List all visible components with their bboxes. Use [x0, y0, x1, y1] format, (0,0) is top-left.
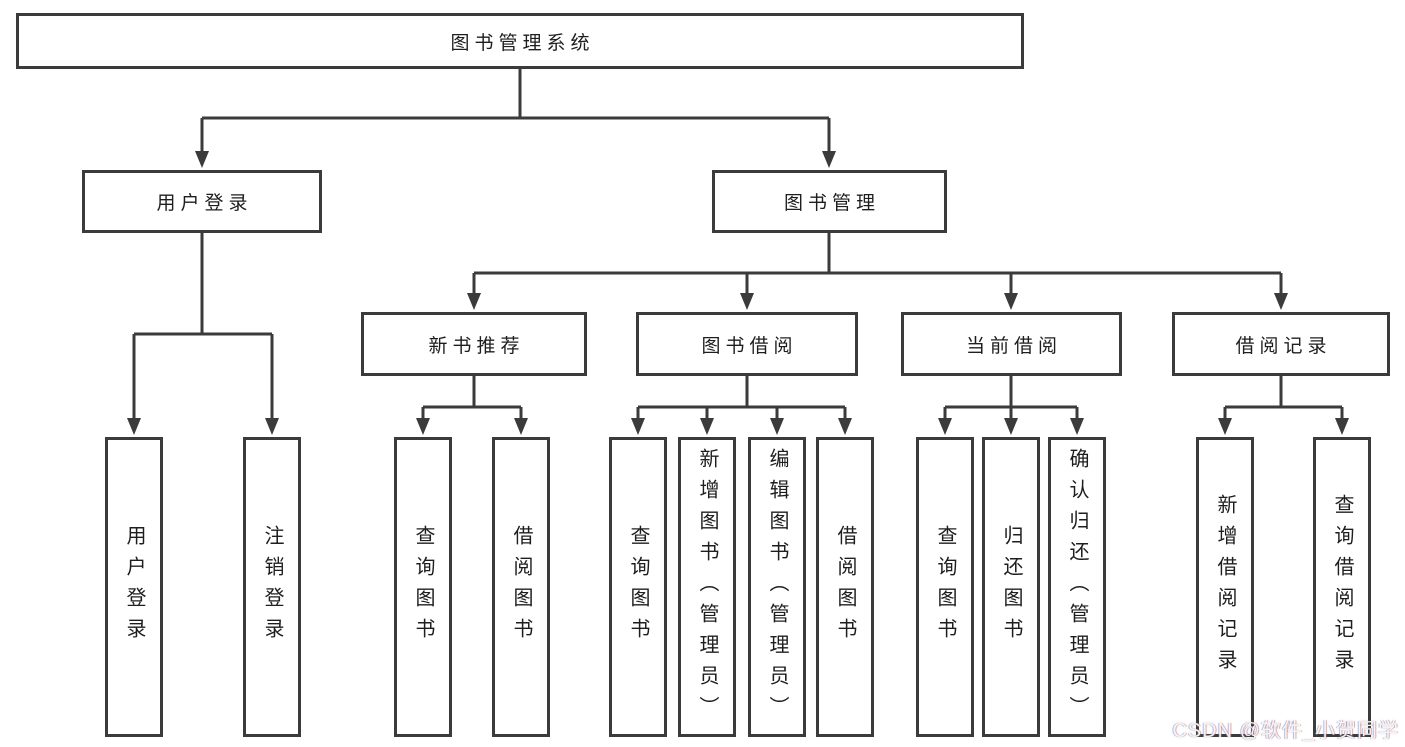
connector-user-login-to-leaves [127, 233, 279, 435]
node-book-borrowing: 图书借阅 [636, 312, 858, 376]
leaf-query-borrow-record: 查询借阅记录 [1313, 437, 1371, 737]
leaf-query-books-current: 查询图书 [916, 437, 974, 737]
leaf-edit-book-admin: 编辑图书（管理员） [748, 437, 806, 737]
connector-current-borrowing-to-leaves [938, 376, 1084, 435]
leaf-borrow-books-borrow: 借阅图书 [816, 437, 874, 737]
connector-book-borrowing-to-leaves [631, 376, 852, 435]
leaf-add-borrow-record: 新增借阅记录 [1196, 437, 1254, 737]
leaf-return-books: 归还图书 [982, 437, 1040, 737]
leaf-logout: 注销登录 [243, 437, 301, 737]
node-library-system: 图书管理系统 [16, 13, 1024, 69]
connector-new-book-recommendation-to-leaves [416, 376, 528, 435]
node-user-login: 用户登录 [82, 170, 322, 233]
connector-borrowing-records-to-leaves [1218, 376, 1349, 435]
connector-book-management-to-level3 [467, 233, 1288, 310]
node-current-borrowing: 当前借阅 [901, 312, 1122, 376]
node-book-management: 图书管理 [712, 170, 947, 233]
leaf-user-login: 用户登录 [105, 437, 163, 737]
leaf-query-books-borrow: 查询图书 [609, 437, 667, 737]
leaf-borrow-books-recommend: 借阅图书 [492, 437, 550, 737]
leaf-add-book-admin: 新增图书（管理员） [678, 437, 736, 737]
leaf-query-books-recommend: 查询图书 [394, 437, 452, 737]
node-borrowing-records: 借阅记录 [1172, 312, 1390, 376]
leaf-confirm-return-admin: 确认归还（管理员） [1048, 437, 1106, 737]
node-new-book-recommendation: 新书推荐 [361, 312, 587, 376]
connector-root-to-level2 [195, 69, 836, 168]
